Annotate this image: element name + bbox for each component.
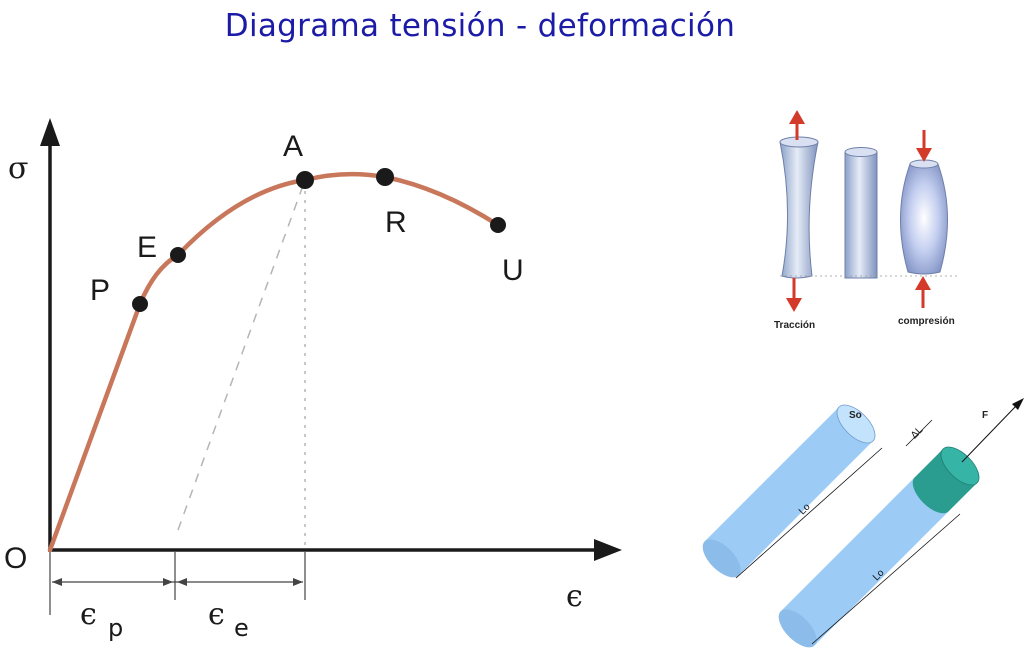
elastic-strain-subscript: e [234,614,249,642]
origin-label: O [4,542,27,575]
length-dimension-line [735,447,883,579]
length-dimension-line-2 [811,513,961,645]
plastic-strain-symbol: ϵ [80,597,97,632]
elastic-strain-symbol: ϵ [208,597,225,632]
delta-length-line [905,419,933,447]
point-u-label: U [502,254,524,287]
compression-specimen [899,161,949,275]
point-r-label: R [385,206,407,239]
y-axis-arrowhead [40,118,60,146]
dim-arrow [177,578,187,586]
force-arrow [961,405,1017,463]
point-u-marker [490,217,506,233]
point-a-label: A [283,130,303,163]
original-cylinder [702,404,876,578]
traction-arrow-down-head [786,298,802,312]
force-arrow-head [1012,398,1024,410]
cylinder-illustration: So F ΔL Lo Lo [702,398,1024,648]
stress-strain-curve [47,171,501,553]
point-e-marker [170,247,186,263]
delta-length-label: ΔL [909,424,926,441]
page-title: Diagrama tensión - deformación [224,8,736,44]
stress-strain-graph: P E A R U σ O ϵ ϵ p ϵ e [4,118,622,642]
traction-specimen-top [779,136,819,148]
compression-arrow-bottom-head [915,276,931,290]
dim-arrow [52,578,62,586]
original-specimen-top [844,147,878,157]
dim-arrow [163,578,173,586]
point-r-marker [376,168,394,186]
point-p-marker [132,296,148,312]
specimen-illustration: Tracción compresión [774,110,960,331]
y-axis-symbol: σ [8,151,28,186]
stretched-cylinder [778,477,949,648]
traction-specimen [779,139,819,279]
x-axis-arrowhead [594,539,622,561]
x-axis-symbol: ϵ [566,579,583,614]
point-p-label: P [90,274,110,307]
compression-label: compresión [898,316,955,327]
traction-label: Tracción [774,320,815,331]
force-label: F [982,410,988,421]
traction-arrow-up-head [789,110,805,124]
point-a-marker [296,171,314,189]
plastic-strain-subscript: p [108,614,123,642]
original-specimen [844,151,878,279]
dim-arrow [293,578,303,586]
point-e-label: E [137,231,157,264]
area-label: So [849,410,862,421]
unloading-line [177,179,306,531]
elongation-segment [912,446,980,514]
compression-arrow-top-head [916,148,932,162]
